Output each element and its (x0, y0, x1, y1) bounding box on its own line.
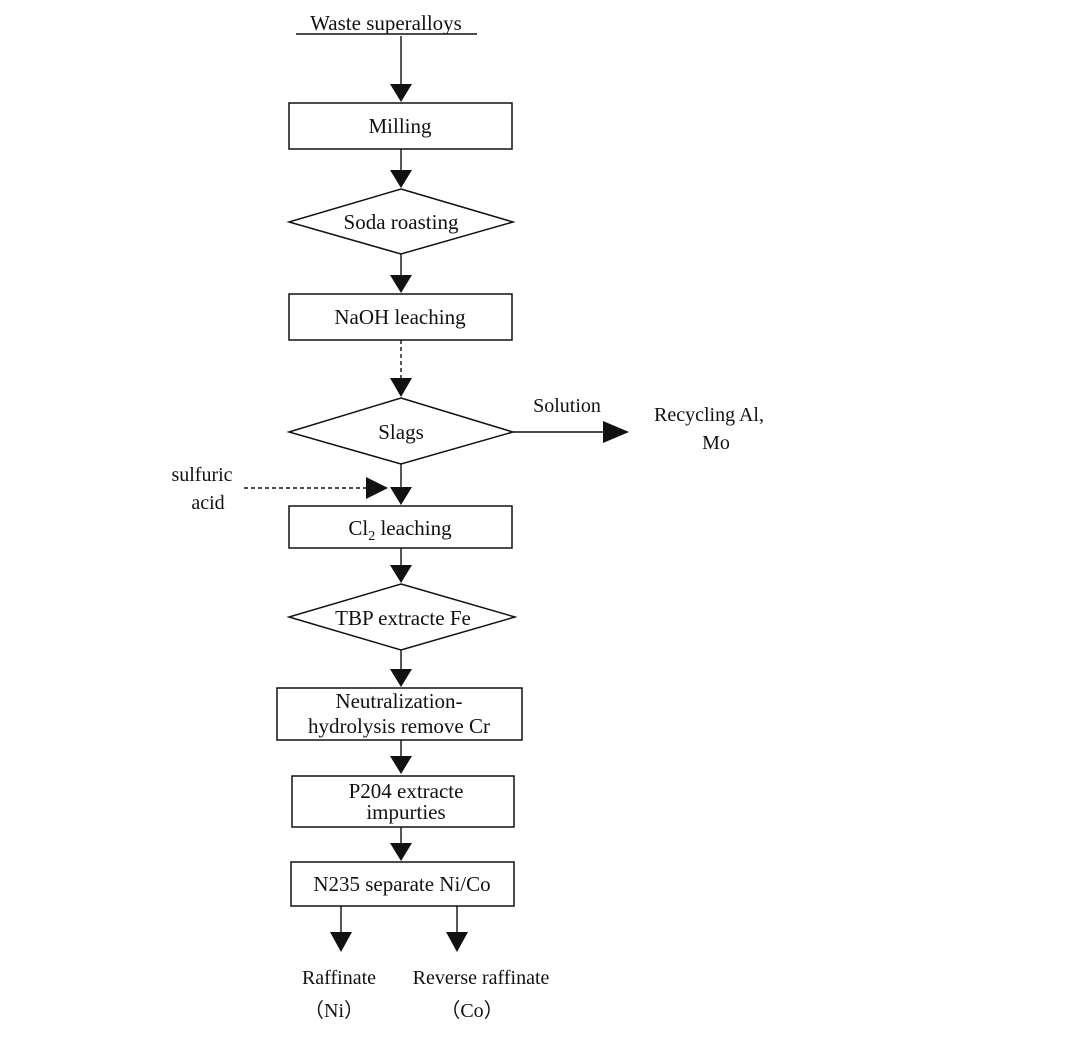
p204-label-line1: P204 extracte (349, 779, 464, 803)
arrowhead-n235 (390, 843, 412, 861)
neutralization-label-line2: hydrolysis remove Cr (308, 714, 490, 738)
slags-label: Slags (378, 420, 424, 444)
neutralization-box (276, 687, 523, 741)
recycling-label-line1: Recycling Al, (654, 404, 764, 426)
arrowhead-naoh (390, 275, 412, 293)
arrowhead-reverse (446, 932, 468, 952)
recycling-label-line2: Mo (702, 432, 730, 454)
cl2-prefix: Cl (348, 516, 368, 540)
cl2-suffix: leaching (375, 516, 452, 540)
arrowhead-acid (366, 477, 388, 499)
n235-box (290, 861, 515, 907)
naoh-leaching-box (288, 293, 513, 341)
milling-box (288, 102, 513, 150)
arrowhead-raffinate (330, 932, 352, 952)
p204-box (291, 775, 515, 828)
solution-label: Solution (533, 395, 601, 417)
naoh-leaching-label: NaOH leaching (334, 305, 466, 329)
arrowhead-slags (390, 378, 412, 397)
start-label: Waste superalloys (310, 11, 462, 35)
acid-label-line1: sulfuric (171, 464, 232, 486)
n235-label: N235 separate Ni/Co (313, 872, 490, 896)
raffinate-metal-label: （Ni） (304, 999, 364, 1022)
arrowhead-cl2 (390, 487, 412, 505)
reverse-raffinate-label: Reverse raffinate (413, 967, 550, 989)
reverse-metal-label: （Co） (440, 999, 503, 1022)
arrowhead-tbp (390, 565, 412, 583)
arrowhead-neutral (390, 669, 412, 687)
arrowhead-soda (390, 170, 412, 188)
p204-label-line2: impurties (366, 800, 445, 824)
milling-label: Milling (368, 114, 432, 138)
tbp-label: TBP extracte Fe (335, 606, 471, 630)
arrowhead-p204 (390, 756, 412, 774)
arrowhead-milling (390, 84, 412, 102)
acid-label-line2: acid (191, 492, 224, 514)
raffinate-label: Raffinate (302, 967, 376, 989)
arrowhead-recycling (603, 421, 629, 443)
cl2-leaching-label: Cl2 leaching (348, 516, 452, 544)
soda-roasting-label: Soda roasting (344, 210, 459, 234)
cl2-subscript: 2 (368, 529, 375, 544)
neutralization-label-line1: Neutralization- (335, 689, 462, 713)
